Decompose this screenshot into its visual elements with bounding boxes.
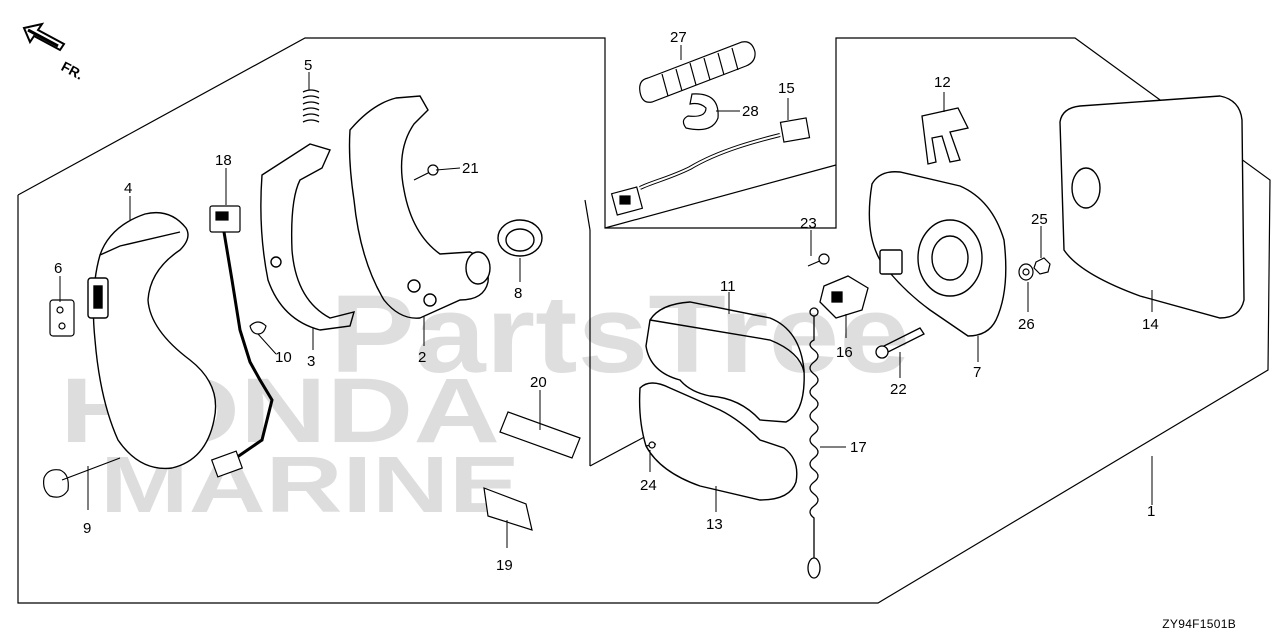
callout-5: 5 bbox=[304, 57, 312, 74]
callout-labels: 1 2 3 4 5 6 7 8 9 10 11 12 13 14 15 16 1… bbox=[54, 29, 1159, 574]
callout-13: 13 bbox=[706, 516, 723, 533]
part-6-plate bbox=[49, 299, 75, 337]
callout-26: 26 bbox=[1018, 316, 1035, 333]
part-8-ring bbox=[497, 219, 543, 257]
callout-6: 6 bbox=[54, 260, 62, 277]
part-19-sticker bbox=[483, 487, 533, 531]
callout-21: 21 bbox=[462, 160, 479, 177]
part-24-screw bbox=[645, 441, 657, 449]
part-21-screw bbox=[413, 164, 439, 181]
part-9-pin bbox=[43, 457, 121, 498]
callout-2: 2 bbox=[418, 349, 426, 366]
part-11-cover bbox=[645, 301, 805, 423]
part-25-nut bbox=[1033, 257, 1051, 275]
part-14-cover bbox=[1059, 95, 1245, 319]
part-26-washer bbox=[1018, 263, 1034, 281]
part-12-bracket bbox=[921, 107, 969, 165]
callout-22: 22 bbox=[890, 381, 907, 398]
callout-23: 23 bbox=[800, 215, 817, 232]
part-16-switch bbox=[819, 275, 869, 319]
part-27-tube bbox=[639, 41, 756, 103]
callout-24: 24 bbox=[640, 477, 657, 494]
callout-12: 12 bbox=[934, 74, 951, 91]
diagram-code: ZY94F1501B bbox=[1162, 617, 1236, 631]
callout-14: 14 bbox=[1142, 316, 1159, 333]
part-28-clip bbox=[682, 93, 719, 131]
callout-25: 25 bbox=[1031, 211, 1048, 228]
callout-18: 18 bbox=[215, 152, 232, 169]
callout-7: 7 bbox=[973, 364, 981, 381]
callout-11: 11 bbox=[720, 278, 736, 295]
front-arrow-icon: FR. bbox=[22, 22, 86, 83]
part-17-cord bbox=[807, 307, 821, 579]
part-4-grip bbox=[87, 211, 217, 470]
callout-16: 16 bbox=[836, 344, 853, 361]
part-3-frame bbox=[260, 143, 356, 331]
leader-lines bbox=[59, 45, 1153, 548]
parts-tree-watermark: PartsTree bbox=[330, 273, 910, 396]
front-direction-indicator: FR. bbox=[18, 20, 98, 83]
callout-17: 17 bbox=[850, 439, 867, 456]
callout-19: 19 bbox=[496, 557, 513, 574]
part-18-switch bbox=[209, 205, 274, 478]
callout-4: 4 bbox=[124, 180, 132, 197]
callout-8: 8 bbox=[514, 285, 522, 302]
part-22-bolt bbox=[875, 327, 925, 359]
part-23-screw bbox=[807, 253, 830, 267]
part-5-spring bbox=[302, 89, 320, 123]
callout-27: 27 bbox=[670, 29, 687, 46]
callout-3: 3 bbox=[307, 353, 315, 370]
part-7-plate bbox=[868, 171, 1007, 337]
callout-10: 10 bbox=[275, 349, 292, 366]
callout-20: 20 bbox=[530, 374, 547, 391]
front-label: FR. bbox=[59, 58, 86, 80]
callout-1: 1 bbox=[1147, 503, 1155, 520]
callout-15: 15 bbox=[778, 80, 795, 97]
part-2-handle bbox=[348, 95, 491, 319]
part-10-clip bbox=[249, 321, 267, 335]
part-15-harness bbox=[610, 117, 811, 216]
part-20-sticker bbox=[499, 411, 581, 459]
callout-28: 28 bbox=[742, 103, 759, 120]
callout-9: 9 bbox=[83, 520, 91, 537]
